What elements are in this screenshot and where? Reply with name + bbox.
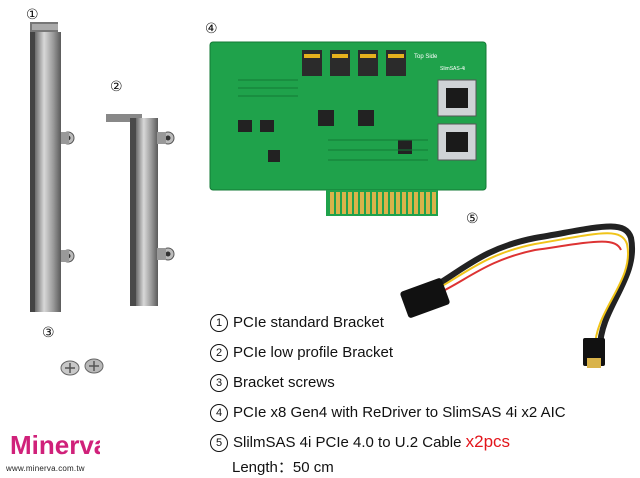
- legend-item-3: 3 Bracket screws: [210, 374, 335, 392]
- cable-length: Length：50 cm: [232, 459, 334, 476]
- logo-url: www.minerva.com.tw: [6, 464, 85, 473]
- legend-text-3: Bracket screws: [233, 374, 335, 391]
- legend-item-1: 1 PCIe standard Bracket: [210, 314, 384, 332]
- standard-bracket-image: [30, 22, 75, 312]
- legend-num-4: 4: [210, 404, 228, 422]
- board-silk-top: Top Side: [414, 54, 438, 60]
- marker-1: ①: [26, 7, 39, 23]
- board-silk-conn: SlimSAS-4i: [440, 66, 465, 72]
- legend-text-4: PCIe x8 Gen4 with ReDriver to SlimSAS 4i…: [233, 404, 566, 421]
- legend-text-1: PCIe standard Bracket: [233, 314, 384, 331]
- legend-item-5: 5 SlilmSAS 4i PCIe 4.0 to U.2 Cable x2pcs: [210, 432, 510, 452]
- u2-cable-image: [400, 223, 636, 368]
- legend-num-5: 5: [210, 434, 228, 452]
- low-profile-bracket-image: [106, 114, 175, 306]
- legend-item-2: 2 PCIe low profile Bracket: [210, 344, 393, 362]
- minerva-logo: Minerva: [10, 430, 100, 460]
- legend-num-2: 2: [210, 344, 228, 362]
- marker-3: ③: [42, 325, 55, 341]
- legend-num-1: 1: [210, 314, 228, 332]
- legend-num-3: 3: [210, 374, 228, 392]
- legend-text-2: PCIe low profile Bracket: [233, 344, 394, 361]
- marker-5: ⑤: [466, 211, 479, 227]
- marker-2: ②: [110, 79, 123, 95]
- cable-quantity: x2pcs: [465, 432, 511, 451]
- pcie-aic-board-image: Top Side SlimSAS-4i: [209, 41, 487, 216]
- logo-text: Minerva: [10, 430, 100, 460]
- legend-text-5: SlilmSAS 4i PCIe 4.0 to U.2 Cable: [233, 434, 462, 451]
- legend-item-4: 4 PCIe x8 Gen4 with ReDriver to SlimSAS 4…: [210, 404, 566, 422]
- marker-4: ④: [205, 21, 218, 37]
- bracket-screws-image: [60, 358, 104, 376]
